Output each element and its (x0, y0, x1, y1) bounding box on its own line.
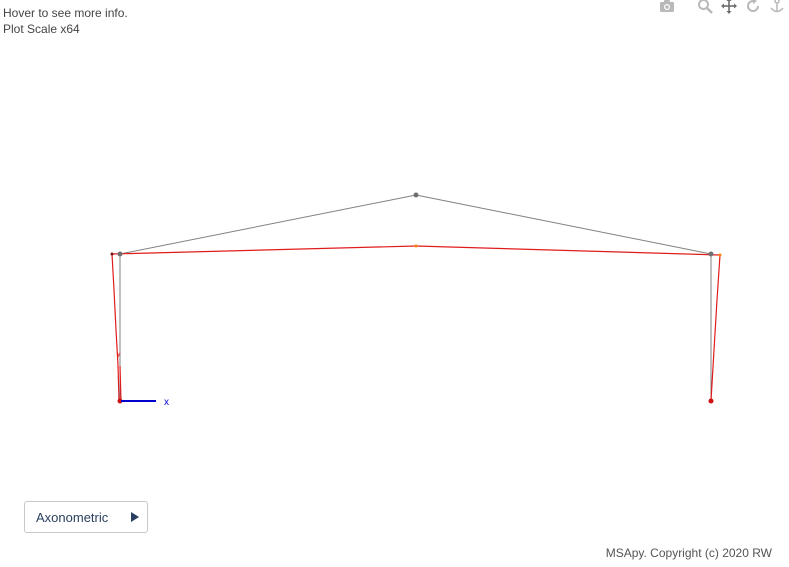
orbit-rotation-icon (747, 0, 759, 12)
deformed-left-column (111, 253, 120, 402)
turntable-rotation-button[interactable] (765, 0, 789, 14)
modebar-group-navigation (693, 0, 789, 14)
copyright-text: MSApy. Copyright (c) 2020 RW (605, 546, 772, 560)
node-left-eave-deformed[interactable] (110, 252, 114, 256)
undeformed-frame (119, 194, 712, 401)
node-apex-deformed[interactable] (414, 244, 418, 248)
node-right-base[interactable] (708, 398, 714, 404)
hover-hint: Hover to see more info. (3, 6, 128, 20)
view-mode-dropdown[interactable]: Axonometric (24, 501, 148, 533)
undeformed-left-rafter (119, 194, 417, 255)
modebar (641, 0, 789, 16)
view-mode-selected: Axonometric (36, 509, 109, 525)
modebar-group-export (655, 0, 679, 14)
nodes (110, 192, 722, 404)
camera-button[interactable] (655, 0, 679, 14)
dropdown-arrow-icon (131, 512, 139, 522)
node-right-eave-deformed[interactable] (718, 253, 722, 257)
deformed-frame: y (111, 245, 721, 402)
pan-button[interactable] (717, 0, 741, 14)
node-left-base[interactable] (117, 398, 123, 404)
plot-scale-label: Plot Scale x64 (3, 22, 80, 36)
node-right-eave[interactable] (708, 251, 714, 257)
camera-icon (660, 0, 674, 12)
pan-icon (721, 0, 737, 14)
deformed-left-base-tick (119, 365, 122, 402)
undeformed-right-rafter (415, 194, 712, 255)
axis-indicator: x (121, 397, 169, 408)
node-left-eave[interactable] (117, 251, 123, 257)
zoom-button[interactable] (693, 0, 717, 14)
zoom-icon (698, 0, 713, 14)
node-apex[interactable] (413, 192, 419, 198)
deformed-right-rafter (415, 245, 721, 256)
orbit-rotation-button[interactable] (741, 0, 765, 14)
turntable-rotation-icon (770, 0, 784, 13)
deformed-right-column (710, 254, 721, 402)
deformed-mark-label: y (117, 351, 121, 358)
x-axis-label: x (164, 397, 169, 408)
deformed-left-rafter (111, 245, 417, 255)
